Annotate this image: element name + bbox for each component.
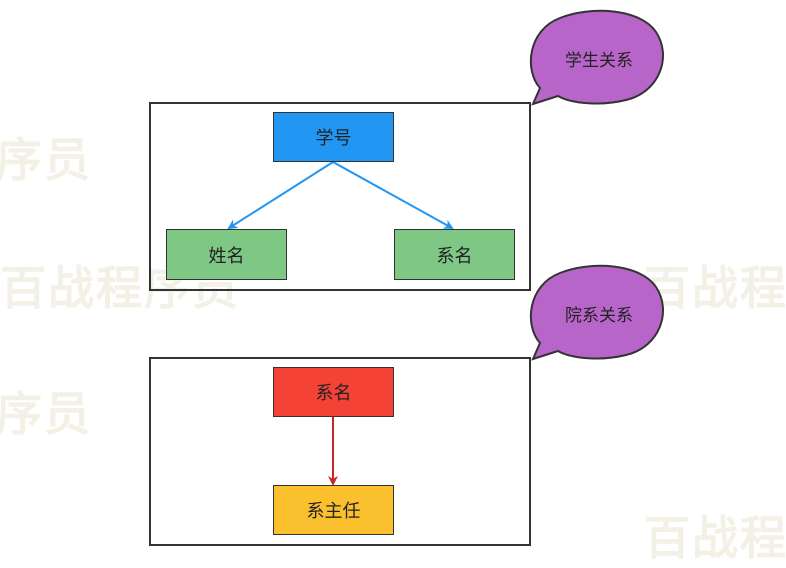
node-department-name: 系名	[394, 229, 515, 280]
department-relation-frame	[149, 357, 531, 546]
callout-bubble-student	[529, 9, 664, 106]
callout-student-relation: 学生关系	[565, 50, 633, 71]
edge-id-to-name	[227, 161, 334, 230]
callout-bubble-department	[529, 264, 664, 361]
edge-id-to-dept	[332, 161, 454, 229]
watermark-text: 百战程	[644, 511, 786, 565]
callout-department-relation: 院系关系	[565, 305, 633, 326]
node-department-head: 系主任	[273, 485, 394, 535]
node-name: 姓名	[166, 229, 287, 280]
watermark-text: 百战程	[644, 261, 786, 315]
node-department-name-root: 系名	[273, 367, 394, 417]
student-relation-frame	[149, 102, 531, 291]
watermark-text: 序员	[0, 133, 92, 187]
node-student-id: 学号	[273, 112, 394, 162]
watermark-text: 序员	[0, 387, 92, 441]
